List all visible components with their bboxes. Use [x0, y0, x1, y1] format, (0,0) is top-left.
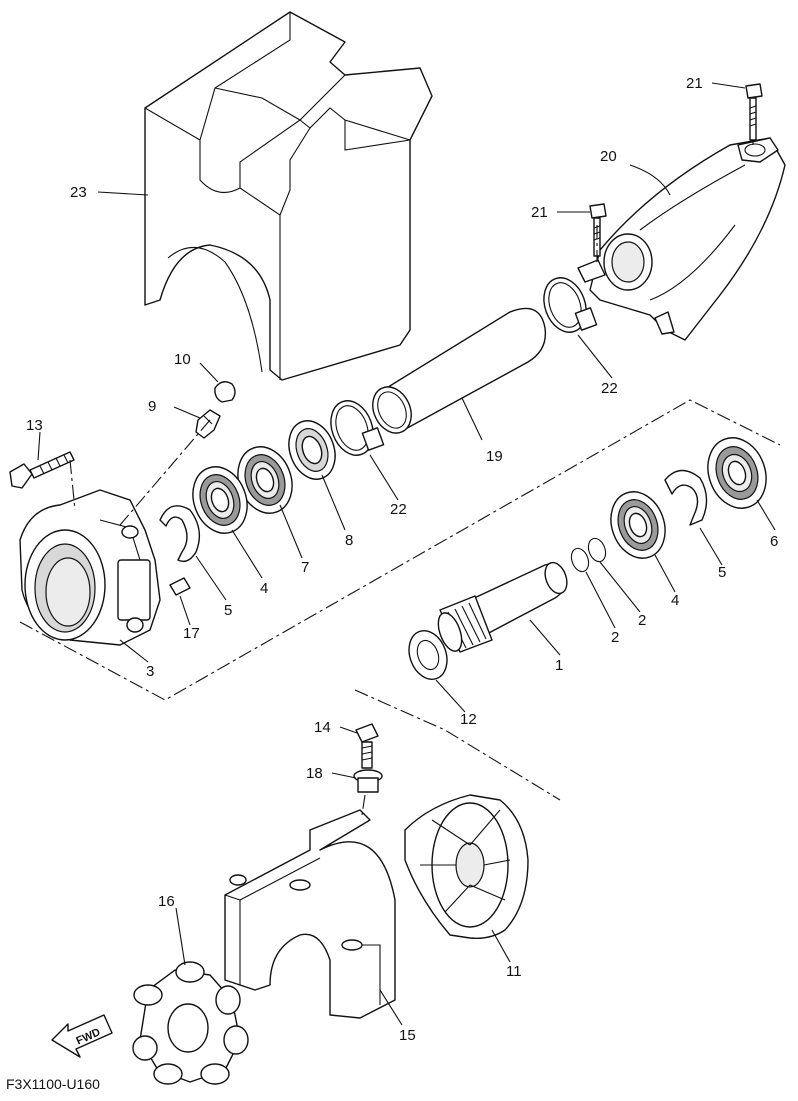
callout-19: 19: [486, 448, 503, 465]
leader-lines: [37, 82, 776, 1026]
callout-9: 9: [148, 398, 156, 415]
part-15-housing: [224, 809, 396, 1019]
callout-8: 8: [345, 532, 353, 549]
callout-13: 13: [26, 417, 43, 434]
part-18-collar: [353, 769, 383, 793]
figure-code: F3X1100-U160: [6, 1076, 100, 1092]
callout-20: 20: [600, 148, 617, 165]
part-3-housing: [19, 489, 161, 646]
callout-10: 10: [174, 351, 191, 368]
callout-22-upper: 22: [601, 380, 618, 397]
part-2-oring-a: [587, 537, 607, 563]
part-5-circlip-right: [664, 469, 708, 526]
fwd-arrow-icon: FWD: [51, 1014, 113, 1058]
part-17-pin: [169, 577, 191, 596]
callout-3: 3: [146, 663, 154, 680]
part-11-impeller-housing: [404, 794, 529, 940]
part-13-bolt: [9, 451, 75, 489]
callout-12: 12: [460, 711, 477, 728]
part-7-bearing: [237, 446, 293, 514]
callout-5-right: 5: [718, 564, 726, 581]
part-9-grease-nipple: [195, 409, 221, 439]
callout-23: 23: [70, 184, 87, 201]
callout-4-left: 4: [260, 580, 268, 597]
part-12-washer: [408, 630, 448, 680]
assembly-lines: [19, 140, 781, 816]
part-23-cover: [144, 11, 433, 381]
part-22-clamp-upper: [543, 277, 598, 333]
part-4-bearing-left: [192, 466, 248, 534]
callout-15: 15: [399, 1027, 416, 1044]
callout-22-lower: 22: [390, 501, 407, 518]
part-19-hose: [372, 307, 547, 434]
part-16-damper: [132, 961, 249, 1085]
callout-14: 14: [314, 719, 331, 736]
part-6-bearing: [707, 437, 767, 509]
part-8-seal: [288, 420, 336, 480]
callout-4-right: 4: [671, 592, 679, 609]
callout-17: 17: [183, 625, 200, 642]
part-4-bearing-right: [610, 491, 666, 559]
part-10-cap: [214, 381, 236, 403]
part-14-bolt: [355, 723, 379, 769]
callout-16: 16: [158, 893, 175, 910]
callout-21-upper: 21: [686, 75, 703, 92]
part-21-bolt-upper: [745, 83, 763, 141]
callout-5-left: 5: [224, 602, 232, 619]
callout-11: 11: [506, 963, 522, 980]
callout-6: 6: [770, 533, 778, 550]
part-2-oring-b: [570, 547, 590, 573]
callout-2-left: 2: [611, 629, 619, 646]
callout-21-lower: 21: [531, 204, 548, 221]
part-20-nozzle: [577, 137, 786, 341]
part-1-shaft: [437, 561, 568, 653]
callout-18: 18: [306, 765, 323, 782]
callout-labels: 23 20 21 21 22 19 22 8 7 4 5 17 3 13 9 1…: [26, 75, 778, 1044]
part-5-circlip-left: [159, 505, 201, 563]
callout-2-right: 2: [638, 612, 646, 629]
callout-1: 1: [555, 657, 563, 674]
callout-7: 7: [301, 559, 309, 576]
part-22-clamp-lower: [330, 400, 385, 456]
